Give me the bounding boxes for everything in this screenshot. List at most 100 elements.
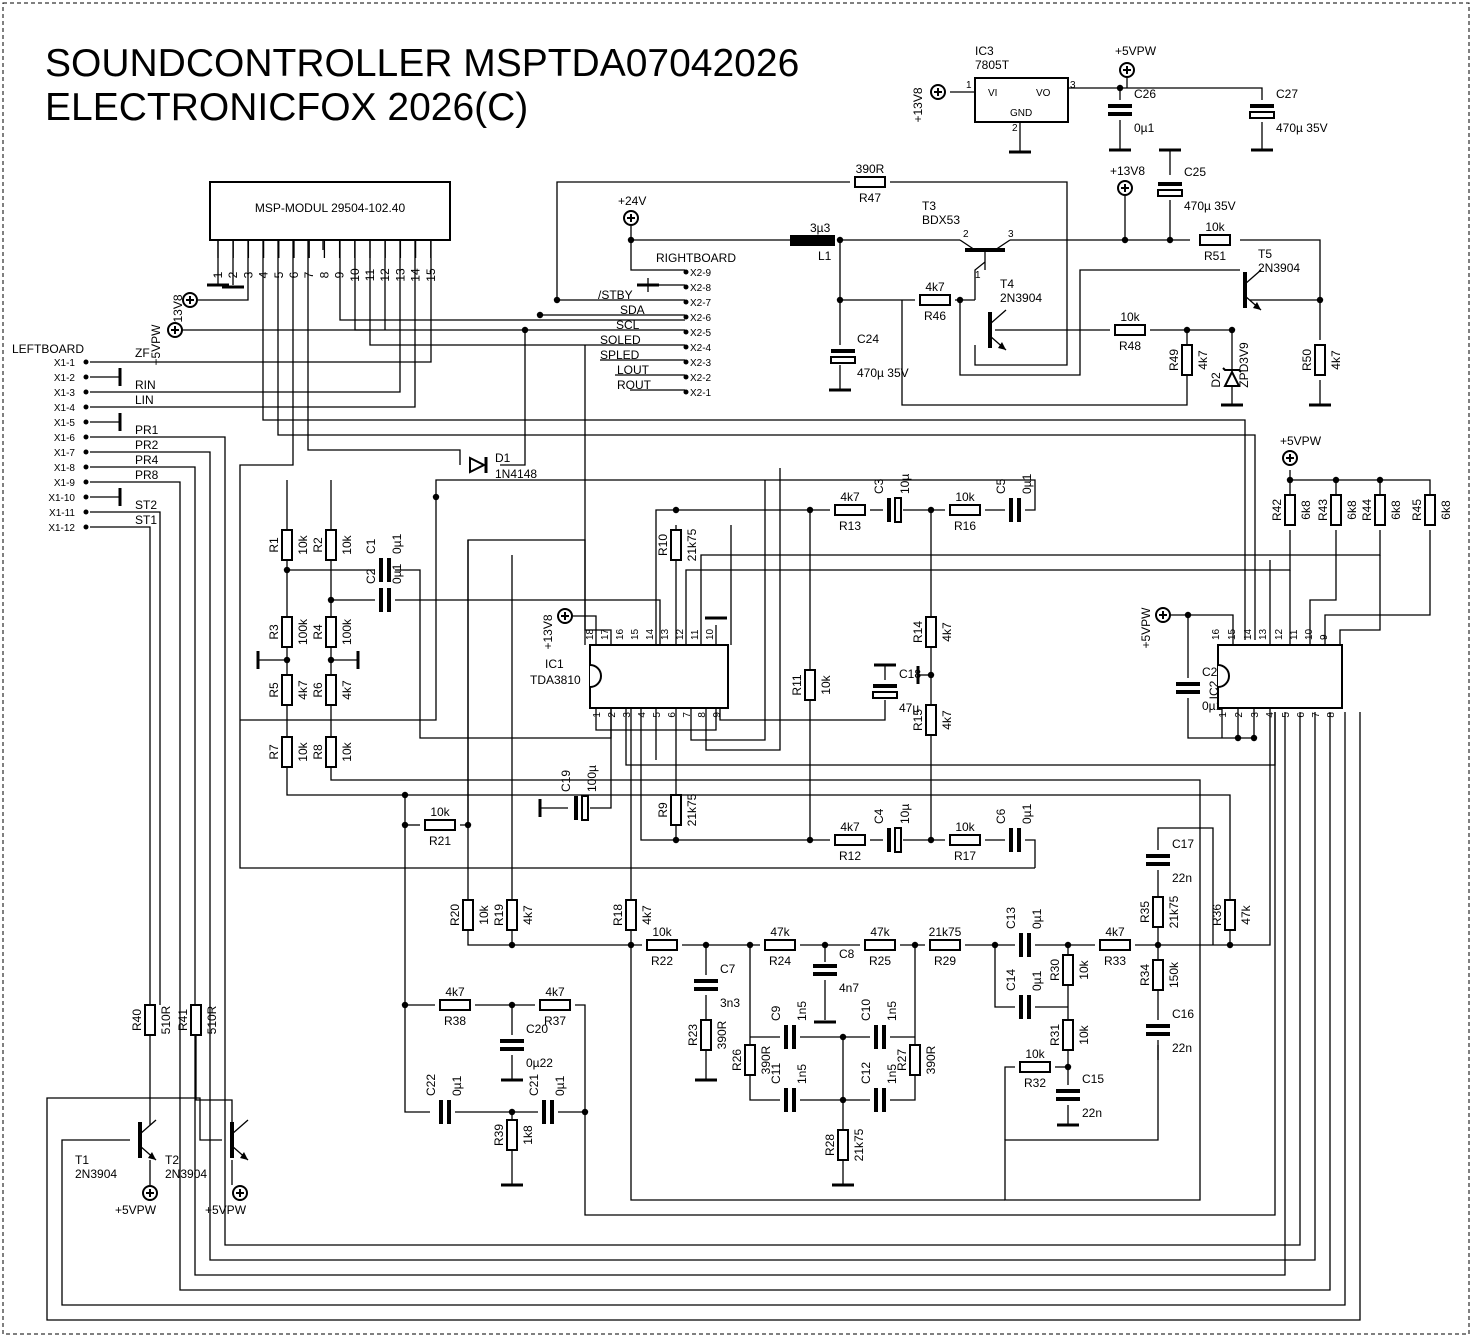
c19-ref-label: C19 bbox=[559, 770, 573, 792]
wire bbox=[198, 240, 249, 301]
wire bbox=[685, 530, 1291, 645]
resistor-body bbox=[325, 529, 337, 561]
emitter-arrow-icon bbox=[148, 1152, 156, 1160]
r8-value-label: 10k bbox=[340, 741, 354, 761]
r11-value-label: 10k bbox=[819, 674, 833, 694]
c6-ref-label: C6 bbox=[994, 808, 1008, 824]
resistor-body bbox=[281, 736, 293, 768]
r33-ref-label: R33 bbox=[1104, 954, 1126, 968]
capacitor-c10 bbox=[874, 1025, 886, 1049]
junction-dot bbox=[1228, 326, 1236, 334]
r42-value-label: 6k8 bbox=[1299, 500, 1313, 520]
wire bbox=[625, 708, 1276, 766]
resistor-body bbox=[804, 669, 816, 701]
resistor-r33 bbox=[1099, 939, 1131, 951]
resistor-r10 bbox=[670, 529, 682, 561]
ic-notch bbox=[1217, 664, 1230, 688]
ic-pin-number: 5 bbox=[1281, 712, 1292, 718]
resistor-r21 bbox=[424, 819, 456, 831]
r4-ref-label: R4 bbox=[311, 624, 325, 640]
electrolytic-capacitor-c27 bbox=[1249, 104, 1275, 119]
junction-dot bbox=[1121, 236, 1129, 244]
c26-value-label: 0µ1 bbox=[1134, 121, 1155, 135]
capacitor-c22 bbox=[439, 1100, 451, 1124]
c18-ref-label: C18 bbox=[899, 667, 921, 681]
resistor-r23 bbox=[700, 1019, 712, 1051]
connector-pin bbox=[83, 449, 89, 455]
ic-pin-number: 16 bbox=[1211, 628, 1222, 640]
r28-value-label: 21k75 bbox=[852, 1128, 866, 1161]
resistor-r45 bbox=[1424, 494, 1436, 526]
resistor-body bbox=[1330, 494, 1342, 526]
r16-ref-label: R16 bbox=[954, 519, 976, 533]
resistor-body bbox=[925, 704, 937, 736]
signal-rout: ROUT bbox=[617, 378, 652, 392]
wire bbox=[630, 930, 1005, 1201]
junction-dot bbox=[806, 506, 814, 514]
junction-dot bbox=[283, 566, 291, 574]
resistor-body bbox=[1374, 494, 1386, 526]
r12-value-label: 4k7 bbox=[840, 820, 860, 834]
junction-dot bbox=[927, 506, 935, 514]
r40-ref-label: R40 bbox=[130, 1009, 144, 1031]
msp-pin-number: 4 bbox=[257, 271, 271, 278]
ic3-ref-label: IC3 bbox=[975, 44, 994, 58]
resistor-r36 bbox=[1224, 899, 1236, 931]
wire bbox=[90, 436, 1301, 1246]
c8-value-label: 4n7 bbox=[839, 981, 859, 995]
r19-value-label: 4k7 bbox=[521, 905, 535, 925]
wire bbox=[556, 181, 850, 300]
emitter-arrow-icon bbox=[1253, 302, 1261, 310]
junction-dot bbox=[839, 1033, 847, 1041]
t5-part-label: 2N3904 bbox=[1258, 261, 1300, 275]
diode-icon bbox=[469, 456, 487, 474]
wire bbox=[890, 1075, 916, 1101]
resistor-body bbox=[439, 999, 471, 1011]
ic-pin-number: 9 bbox=[712, 712, 723, 718]
wire bbox=[573, 615, 597, 645]
power-label: +5VPW bbox=[115, 1203, 157, 1217]
junction-dot bbox=[1166, 236, 1174, 244]
zener-diode-d2 bbox=[1222, 367, 1242, 387]
r13-ref-label: R13 bbox=[839, 519, 861, 533]
c27-ref-label: C27 bbox=[1276, 87, 1298, 101]
junction-dot bbox=[1116, 84, 1124, 92]
resistor-body bbox=[834, 834, 866, 846]
signal-lin: LIN bbox=[135, 393, 154, 407]
c6-value-label: 0µ1 bbox=[1020, 803, 1034, 824]
r24-ref-label: R24 bbox=[769, 954, 791, 968]
r15-value-label: 4k7 bbox=[940, 710, 954, 730]
resistor-body bbox=[864, 939, 896, 951]
resistor-body bbox=[1314, 344, 1326, 376]
ic-pin-number: 11 bbox=[1289, 629, 1300, 640]
r37-ref-label: R37 bbox=[544, 1014, 566, 1028]
ic3-pin3: 3 bbox=[1070, 80, 1076, 91]
resistor-body bbox=[325, 616, 337, 648]
r45-ref-label: R45 bbox=[1410, 499, 1424, 521]
ic-pin-number: 15 bbox=[630, 628, 641, 640]
power-label: +24V bbox=[618, 194, 646, 208]
wire bbox=[239, 240, 1035, 869]
r44-value-label: 6k8 bbox=[1389, 500, 1403, 520]
c24-ref-label: C24 bbox=[857, 332, 879, 346]
r23-ref-label: R23 bbox=[686, 1024, 700, 1046]
junction-dot bbox=[401, 1001, 409, 1009]
resistor-r46 bbox=[919, 294, 951, 306]
transistor-t2 bbox=[230, 1119, 249, 1161]
junction-dot bbox=[1226, 941, 1234, 949]
ic-pin-number: 13 bbox=[1258, 628, 1269, 640]
msp-module-label: MSP-MODUL 29504-102.40 bbox=[255, 201, 406, 215]
r33-value-label: 4k7 bbox=[1105, 925, 1125, 939]
resistor-body bbox=[506, 899, 518, 931]
wire bbox=[1163, 614, 1234, 645]
r46-ref-label: R46 bbox=[924, 309, 946, 323]
wire bbox=[749, 1075, 780, 1101]
r50-value-label: 4k7 bbox=[1329, 350, 1343, 370]
wire bbox=[994, 945, 1015, 1008]
junction-dot bbox=[627, 236, 635, 244]
resistor-body bbox=[539, 999, 571, 1011]
junction-dot bbox=[327, 596, 335, 604]
wire bbox=[195, 1035, 233, 1125]
c5-ref-label: C5 bbox=[994, 478, 1008, 494]
